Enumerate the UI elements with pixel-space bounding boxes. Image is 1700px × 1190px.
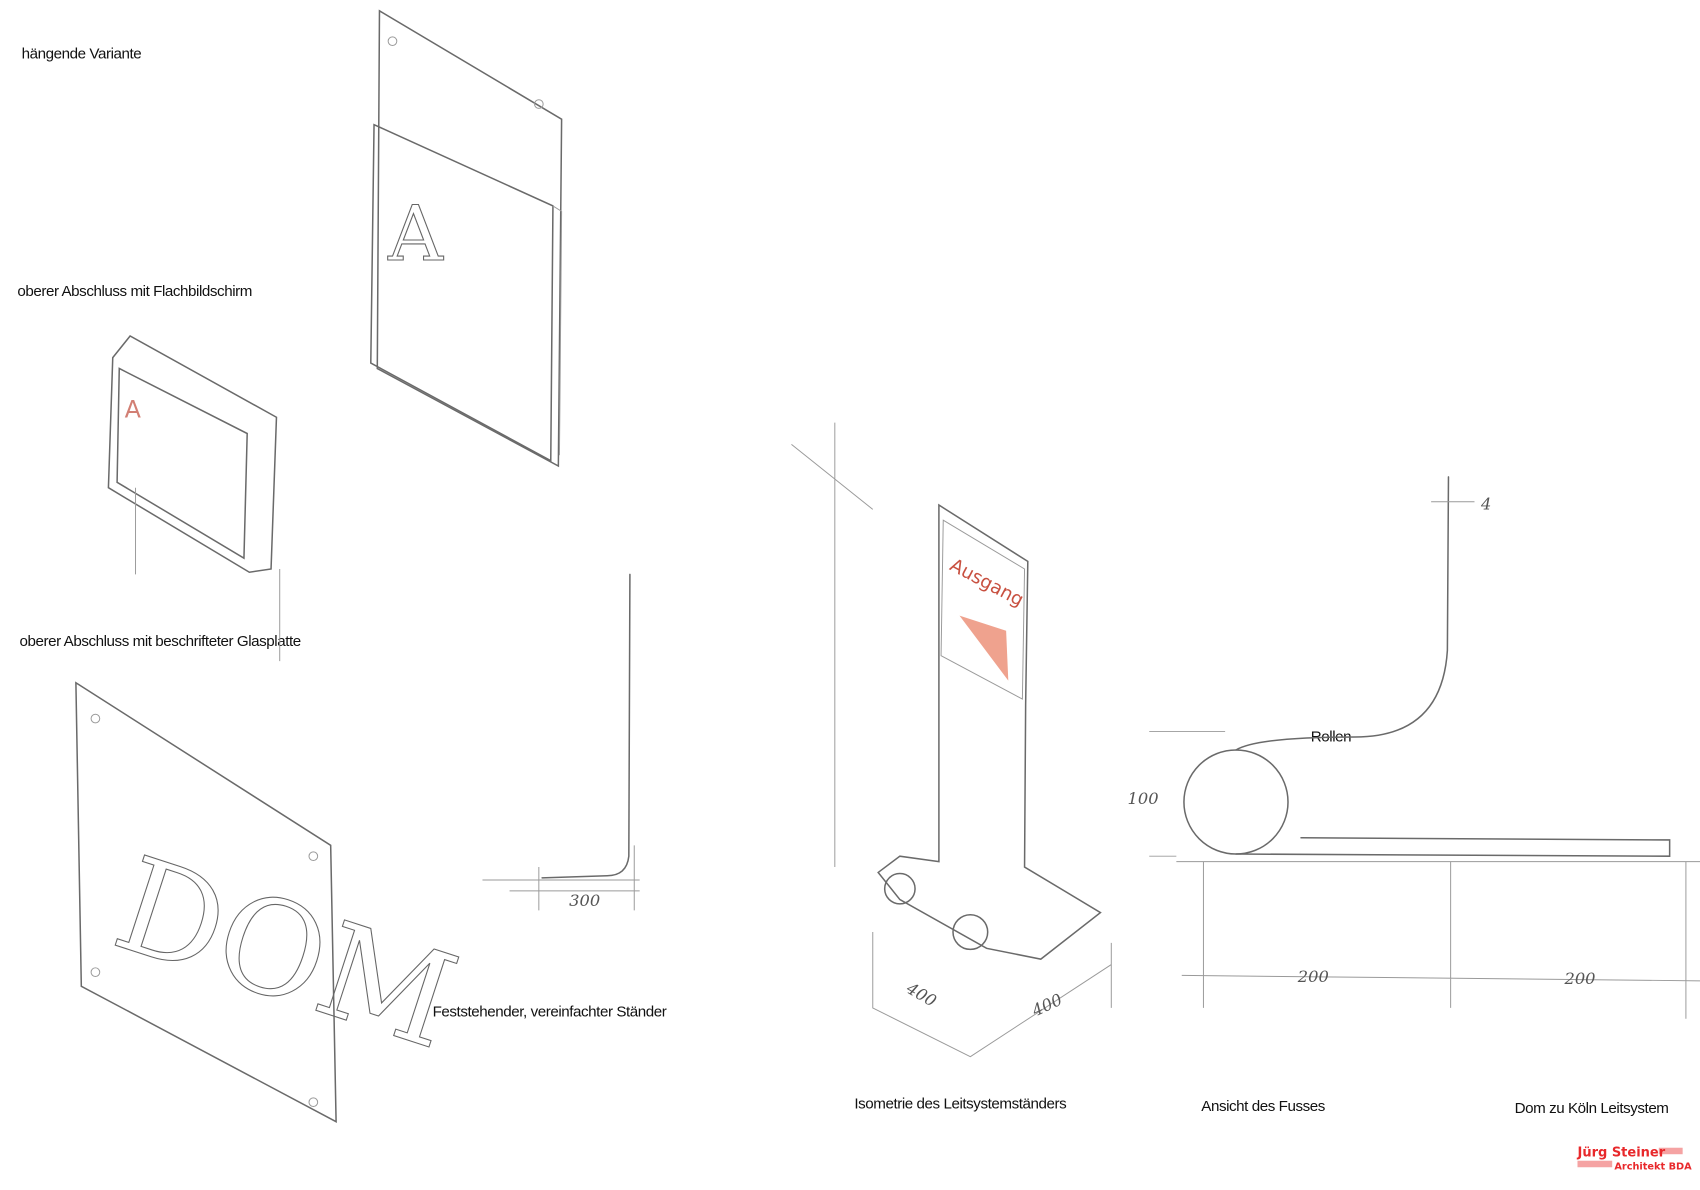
dim-400-left: 400 bbox=[902, 978, 939, 1010]
label-isometry: Isometrie des Leitsystemständers bbox=[854, 1096, 1067, 1113]
svg-text:A: A bbox=[125, 395, 142, 423]
label-project: Dom zu Köln Leitsystem bbox=[1515, 1100, 1669, 1117]
dim-200-left: 200 bbox=[1297, 967, 1329, 986]
dim-300: 300 bbox=[569, 891, 600, 910]
foot-view-sketch: 100 200 200 4 bbox=[1128, 476, 1700, 1019]
label-hanging: hängende Variante bbox=[22, 46, 142, 63]
hanging-panel-sketch: A bbox=[370, 9, 563, 468]
flatscreen-sketch: A bbox=[107, 334, 281, 662]
label-glass: oberer Abschluss mit beschrifteter Glasp… bbox=[20, 633, 301, 650]
logo-title: Architekt BDA bbox=[1614, 1161, 1692, 1172]
architect-logo: Jürg Steiner Architekt BDA bbox=[1576, 1145, 1692, 1172]
label-foot-view: Ansicht des Fusses bbox=[1201, 1098, 1325, 1115]
fixed-stand-sketch: 300 bbox=[482, 573, 640, 911]
dim-200-right: 200 bbox=[1563, 969, 1595, 988]
logo-name: Jürg Steiner bbox=[1576, 1145, 1665, 1160]
dim-100: 100 bbox=[1128, 789, 1159, 808]
isometric-stand-sketch: Ausgang 400 400 bbox=[791, 422, 1112, 1058]
label-fixed-stand: Feststehender, vereinfachter Ständer bbox=[433, 1004, 667, 1021]
sketch-dom: DOM bbox=[99, 828, 473, 1079]
glass-plate-sketch: DOM bbox=[75, 681, 474, 1123]
label-flatscreen: oberer Abschluss mit Flachbildschirm bbox=[17, 283, 252, 300]
sketch-letter-a: A bbox=[387, 190, 444, 278]
dim-400-right: 400 bbox=[1028, 990, 1065, 1021]
dim-4: 4 bbox=[1480, 494, 1491, 513]
